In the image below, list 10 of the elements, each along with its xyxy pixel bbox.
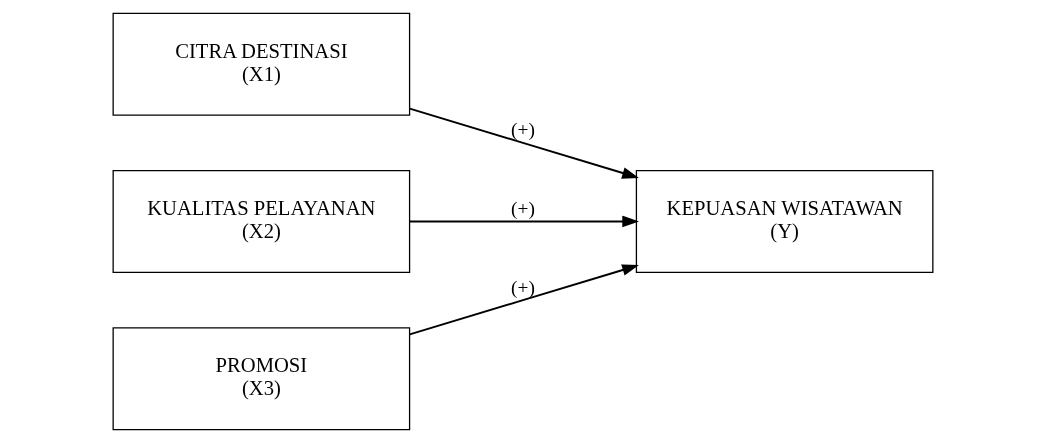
arrow (408, 215, 640, 228)
edge-label: (+) (511, 119, 535, 141)
node-box: CITRA DESTINASI (X1) (112, 12, 411, 116)
arrow (408, 264, 639, 336)
node-box: PROMOSI (X3) (112, 327, 411, 431)
edge-label: (+) (511, 198, 535, 220)
edge-label: (+) (511, 276, 535, 298)
arrow (408, 107, 639, 179)
node-box: KEPUASAN WISATAWAN (Y) (635, 169, 934, 274)
node-box: KUALITAS PELAYANAN (X2) (112, 169, 411, 274)
